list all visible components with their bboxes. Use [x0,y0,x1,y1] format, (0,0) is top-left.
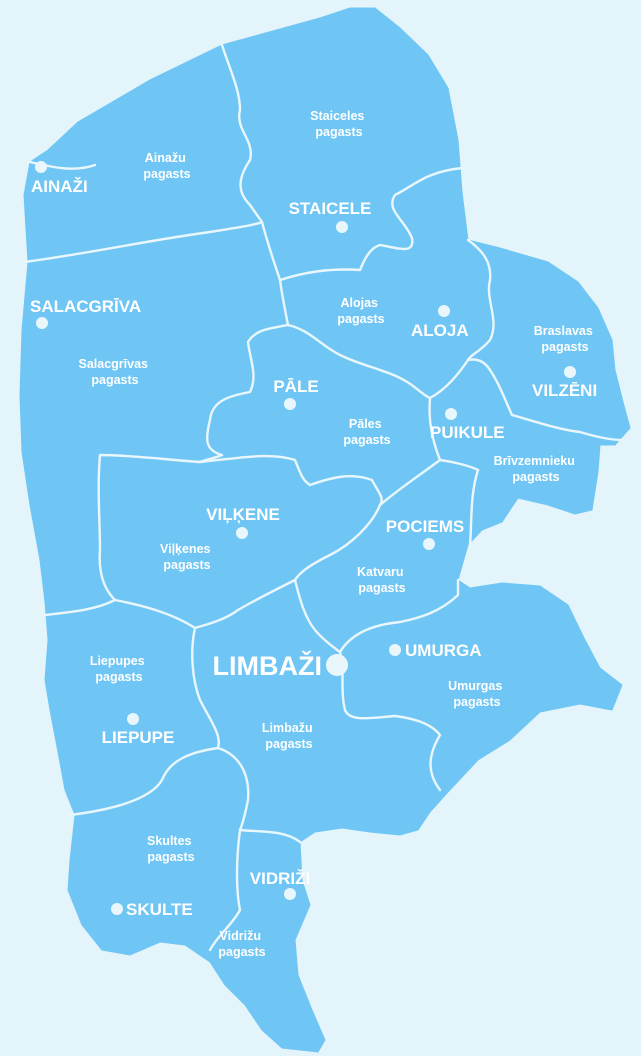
border-vilkenes-liepupes [113,598,197,630]
parish-label-pales: Pāles pagasts [343,417,390,447]
border-pales-vilkenes [198,454,383,507]
parish-label-umurgas: Umurgas pagasts [448,679,506,709]
border-alojas-braslavas [466,238,495,362]
border-pales-katvaru [378,458,442,507]
parish-label-salacgrivas: Salacgrīvas pagasts [79,357,152,387]
parish-label-brivzemnieku: Brīvzemnieku pagasts [494,454,579,484]
town-label-salacgriva[interactable]: SALACGRĪVA [30,297,141,316]
parish-label-alojas: Alojas pagasts [337,296,384,326]
town-dot-aloja[interactable] [438,305,450,317]
parish-label-ainazu: Ainažu pagasts [143,151,190,181]
parish-label-braslavas: Braslavas pagasts [534,324,597,354]
town-dot-pociems[interactable] [423,538,435,550]
border-vilkenes-limbazu [193,578,297,630]
town-label-aloja[interactable]: ALOJA [411,321,469,340]
border-liepupes-skultes [68,746,220,817]
town-label-puikule[interactable]: PUIKULE [430,423,505,442]
border-staiceles-salacgrivas [260,220,282,282]
border-limbazu-vidrizu [238,828,302,844]
town-dot-puikule[interactable] [445,408,457,420]
parish-label-vidrizu: Vidrižu pagasts [218,929,265,959]
town-dot-pale[interactable] [284,398,296,410]
parish-label-katvaru: Katvaru pagasts [357,565,407,595]
border-salacgrivas-vilkenes [97,453,202,602]
town-label-liepupe[interactable]: LIEPUPE [102,728,175,747]
parish-label-staiceles: Staiceles pagasts [310,109,368,139]
border-ainazu-staiceles [220,43,264,224]
town-label-vilkene[interactable]: VIĻĶENE [206,505,280,524]
border-liepupes-limbazu [191,626,220,750]
parish-label-vilkenes: Viļķenes pagasts [160,542,214,572]
town-label-limbazi[interactable]: LIMBAŽI [213,650,322,681]
municipality-landmass [19,7,631,1053]
border-vilkenes-katvaru [293,503,382,582]
border-braslavas-brivzemnieku [488,368,624,442]
town-label-vidrizi[interactable]: VIDRIŽI [250,869,310,888]
border-alojas-puikule [428,358,492,400]
border-salacgrivas-liepupes [43,598,117,617]
town-dot-staicele[interactable] [336,221,348,233]
parish-label-limbazu: Limbažu pagasts [262,721,316,751]
parish-label-skultes: Skultes pagasts [147,834,195,864]
border-katvaru-brivzemnieku [468,468,480,547]
town-dot-vilzeni[interactable] [564,366,576,378]
parish-label-liepupes: Liepupes pagasts [90,654,148,684]
town-dot-salacgriva[interactable] [36,317,48,329]
town-dot-limbazi[interactable] [326,654,348,676]
town-label-pociems[interactable]: POCIEMS [386,517,464,536]
town-dot-umurga[interactable] [389,644,401,656]
border-staiceles-alojas [278,166,464,282]
town-dot-skulte[interactable] [111,903,123,915]
town-label-ainazi[interactable]: AINAŽI [31,177,88,196]
border-ainazu-salacgrivas [22,220,264,264]
border-skultes-vidrizu [208,828,242,952]
border-katvaru-umurgas [338,578,460,654]
town-label-staicele[interactable]: STAICELE [289,199,372,218]
border-salacgrivas-pales [198,323,290,464]
town-dot-ainazi[interactable] [35,161,47,173]
border-salacgrivas-alojas [278,278,290,327]
town-dot-liepupe[interactable] [127,713,139,725]
town-label-skulte[interactable]: SKULTE [126,900,193,919]
town-label-umurga[interactable]: UMURGA [405,641,482,660]
town-dot-vilkene[interactable] [236,527,248,539]
border-alojas-pales [286,323,432,400]
border-katvaru-limbazu [293,578,342,654]
town-label-vilzeni[interactable]: VILZĒNI [532,381,597,400]
town-dot-vidrizi[interactable] [284,888,296,900]
town-label-pale[interactable]: PĀLE [273,377,318,396]
border-limbazu-umurgas [338,650,442,792]
border-limbazu-skultes [216,746,250,832]
